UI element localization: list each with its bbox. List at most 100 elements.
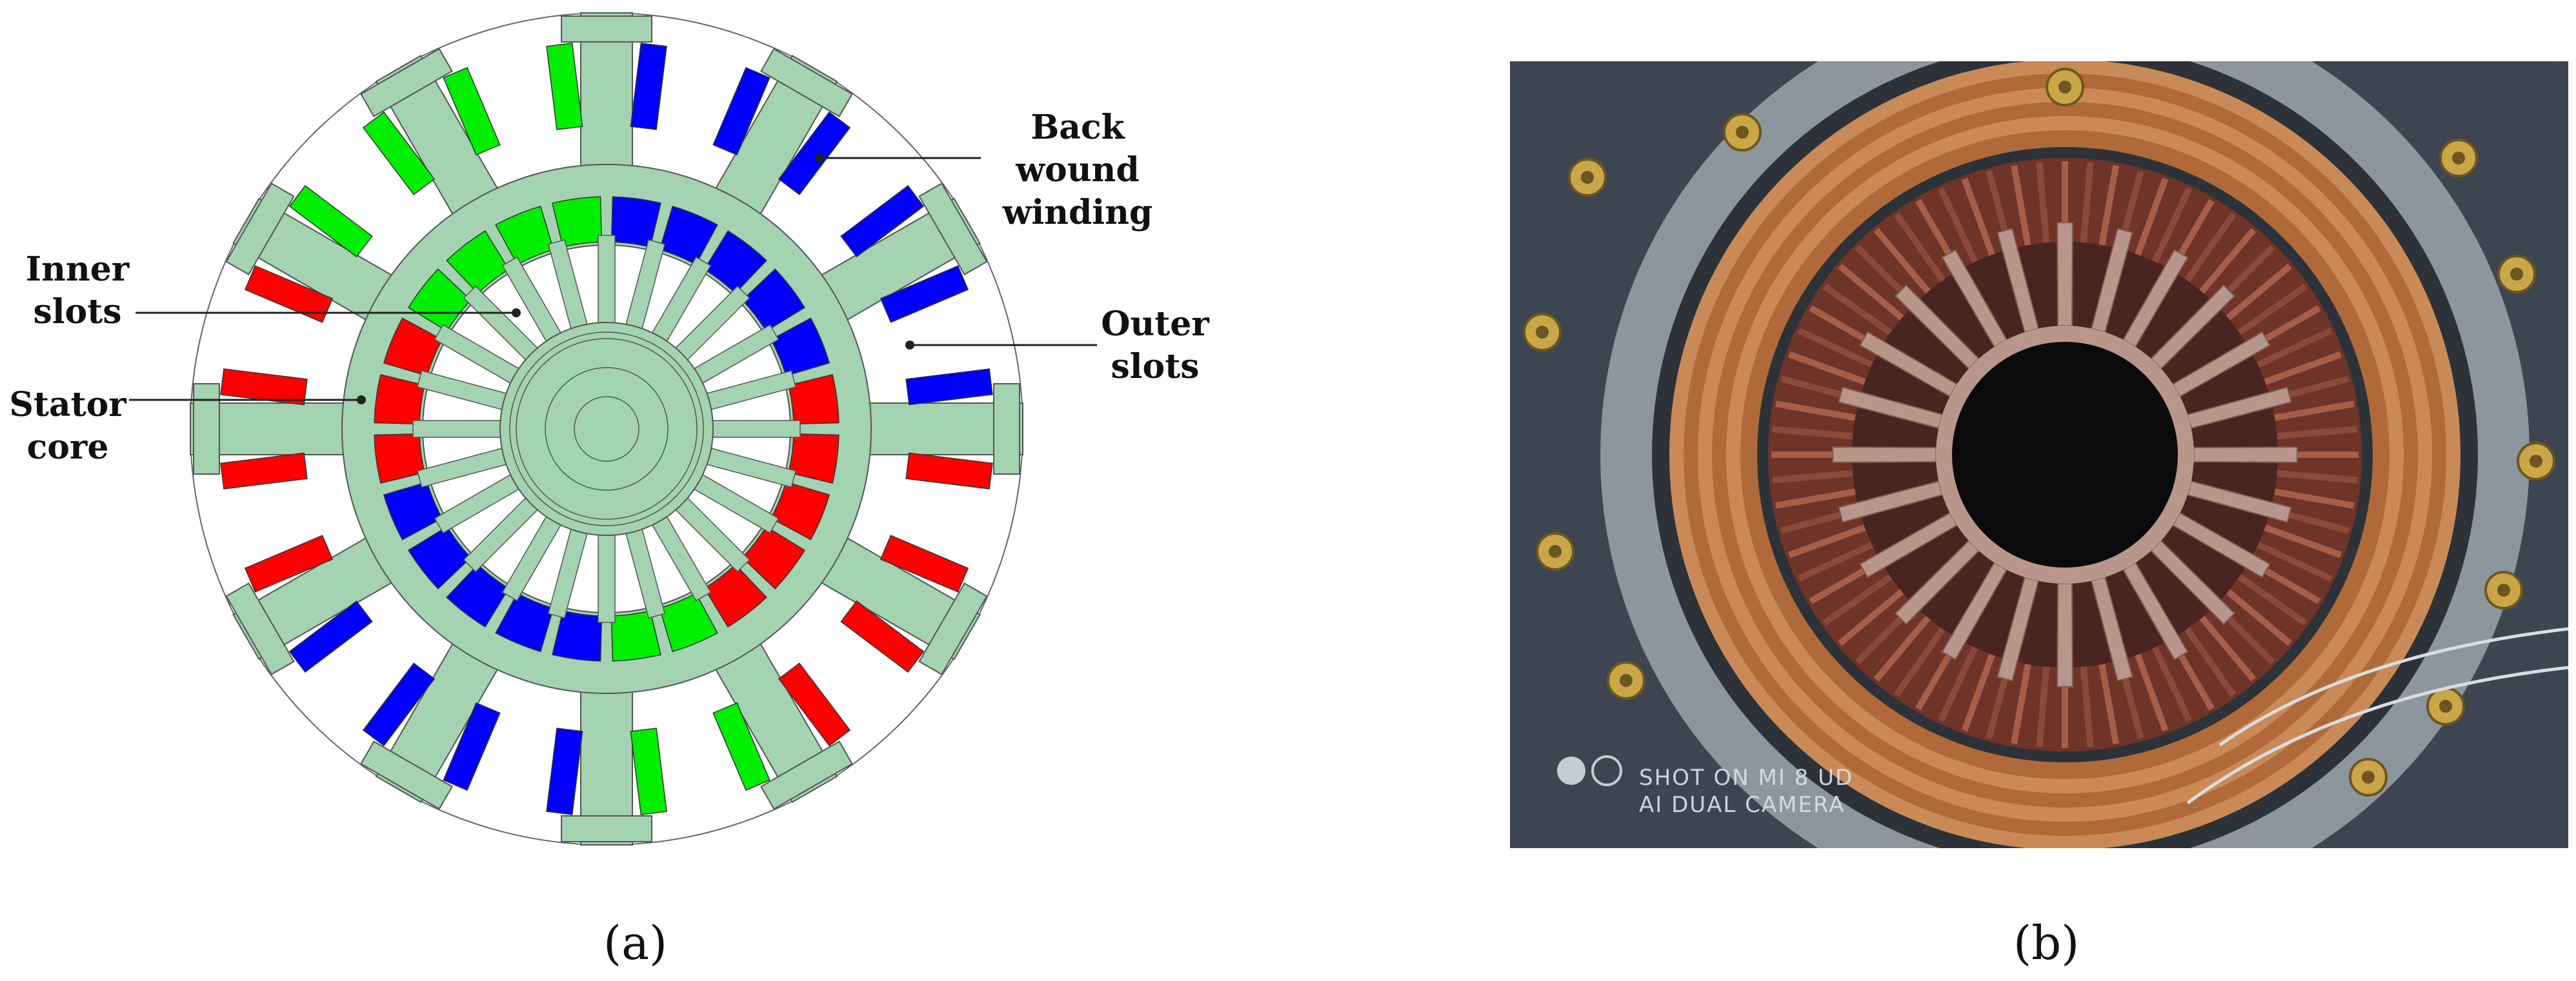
camera-mark: [1591, 755, 1622, 786]
copper-strand: [1873, 228, 1931, 294]
copper-strand: [2277, 470, 2358, 484]
copper-strand: [1797, 541, 1874, 582]
copper-strand: [2237, 283, 2308, 335]
lead-wire: [2219, 627, 2568, 747]
leader-dot: [905, 341, 914, 350]
inner-tooth: [709, 420, 801, 438]
outer-slot-coil: [630, 728, 667, 815]
copper-strand: [2098, 664, 2119, 744]
label-stator-core: Stator core: [9, 385, 126, 467]
outer-tooth-shoe: [561, 15, 652, 43]
outer-slot-coil: [244, 265, 334, 323]
leader-dot: [357, 395, 366, 404]
copper-strand: [2274, 488, 2355, 509]
stator-tooth: [2193, 446, 2298, 463]
bolt-center: [1620, 674, 1633, 687]
inner-tooth: [598, 235, 616, 326]
outer-slot-coil: [712, 66, 770, 156]
inner-slot-coil: [374, 433, 425, 484]
copper-strand: [1893, 627, 1946, 697]
lead-wire: [2186, 666, 2568, 805]
inner-slot-coil: [770, 317, 830, 377]
copper-strand: [2199, 228, 2257, 294]
bolt-center: [2530, 455, 2542, 468]
inner-slot-coil: [408, 268, 472, 332]
inner-slot-coil: [741, 268, 805, 332]
copper-strand: [2256, 328, 2333, 368]
shaft: [574, 396, 639, 462]
copper-strand: [1938, 646, 1978, 722]
outer-slot-coil: [546, 728, 583, 815]
outer-slot-coil: [712, 702, 770, 791]
copper-strand: [2277, 426, 2358, 440]
copper-strand: [1961, 177, 1995, 256]
inner-slot-coil: [703, 230, 767, 294]
outer-slot-coil: [288, 600, 373, 673]
outer-coil-bundle: [1712, 102, 2418, 808]
copper-strand: [1775, 488, 1856, 509]
outer-slot-coil: [288, 184, 373, 258]
outer-slot-coil: [443, 66, 501, 156]
copper-strand: [2264, 524, 2342, 559]
outer-coil-bundle: [1726, 116, 2404, 793]
inner-slot-coil: [788, 374, 840, 425]
copper-strand: [1838, 263, 1904, 321]
bolt-center: [1581, 171, 1594, 184]
inner-slot-coil: [495, 205, 554, 266]
bolt-center: [2058, 81, 2071, 94]
label-back-wound-winding: Back wound winding: [1002, 108, 1153, 232]
stator-bore: [1952, 342, 2178, 568]
outer-tooth-shoe: [918, 582, 988, 675]
outer-slot-coil: [220, 368, 308, 406]
label-outer-slots: Outer slots: [1101, 304, 1209, 386]
camera-mark: [1557, 757, 1585, 785]
outer-tooth-shoe: [360, 48, 453, 117]
copper-strand: [1822, 574, 1893, 626]
copper-strand: [2080, 162, 2094, 243]
stator-diagram-panel: Back wound winding Inner slots Outer slo…: [9, 12, 1209, 970]
bolt-center: [2497, 584, 2510, 597]
outer-tooth-shoe: [918, 183, 988, 275]
watermark-line-1: SHOT ON MI 8 UD: [1639, 765, 1854, 791]
copper-strand: [2226, 589, 2292, 646]
copper-strand: [2011, 165, 2031, 246]
stator-tooth: [2057, 222, 2073, 327]
copper-strand: [1787, 524, 1866, 559]
inner-slot-coil: [552, 196, 603, 248]
inner-slot-coil: [659, 205, 718, 266]
outer-tooth-shoe: [225, 183, 295, 275]
copper-strand: [2011, 664, 2031, 744]
copper-strand: [2151, 646, 2192, 722]
outer-slot-coil: [244, 535, 334, 593]
inner-slot-coil: [610, 610, 661, 662]
outer-slot-coil: [362, 111, 436, 195]
inner-slot-coil: [703, 564, 767, 628]
bolt-center: [2510, 268, 2523, 281]
outer-slot-coil: [905, 368, 993, 406]
copper-strand: [1787, 351, 1866, 385]
copper-strand: [1775, 401, 1856, 421]
copper-strand: [2080, 666, 2094, 748]
outer-tooth-shoe: [760, 48, 853, 117]
copper-strand: [2036, 162, 2050, 243]
copper-strand: [2237, 574, 2308, 626]
inner-slot-coil: [383, 317, 443, 377]
inner-slot-coil: [446, 230, 510, 294]
outer-slot-coil: [630, 43, 667, 130]
copper-strand: [2036, 666, 2050, 748]
inner-slot-coil: [552, 610, 603, 662]
copper-strand: [2274, 401, 2355, 421]
inner-tooth: [598, 531, 616, 623]
outer-tooth-shoe: [993, 383, 1020, 475]
outer-slot-coil: [778, 111, 851, 195]
label-inner-slots: Inner slots: [25, 250, 130, 332]
copper-strand: [2226, 263, 2292, 321]
outer-slot-coil: [443, 702, 501, 791]
outer-tooth-shoe: [760, 740, 853, 810]
outer-tooth-shoe: [561, 815, 652, 842]
outer-slot-coil: [778, 662, 851, 747]
inner-slot-coil: [741, 526, 805, 590]
bolt-center: [1536, 326, 1549, 339]
outer-coil-bundle: [1740, 130, 2390, 779]
outer-tooth-shoe: [360, 740, 453, 810]
